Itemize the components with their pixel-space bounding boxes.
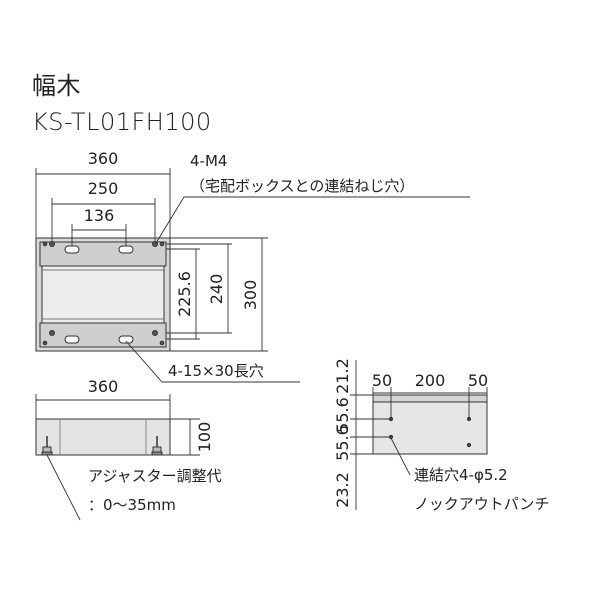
front-view bbox=[35, 237, 171, 352]
front-dimension-lines bbox=[35, 168, 470, 383]
dim-knockout-50-left: 50 bbox=[372, 371, 392, 390]
front-center-opening bbox=[41, 265, 165, 324]
adjuster-left bbox=[41, 436, 53, 456]
dim-front-height-inner: 225.6 bbox=[175, 271, 194, 317]
bolt-hole-br bbox=[152, 330, 158, 336]
adjuster-label: アジャスター調整代 bbox=[88, 467, 222, 485]
dim-front-height-mid: 240 bbox=[207, 274, 226, 305]
dim-knockout-55-6-a: 55.6 bbox=[333, 397, 352, 433]
dim-side-width: 360 bbox=[88, 377, 119, 396]
front-top-flange bbox=[39, 241, 167, 267]
knockout-label: 連結穴4-φ5.2 bbox=[414, 466, 508, 484]
bolt-hole-tl bbox=[49, 241, 55, 247]
dim-knockout-50-right: 50 bbox=[468, 371, 488, 390]
knockout-note: ノックアウトパンチ bbox=[414, 495, 549, 513]
dim-knockout-200: 200 bbox=[415, 371, 446, 390]
dim-knockout-55-6-b: 55.6 bbox=[333, 425, 352, 461]
knockout-view bbox=[372, 394, 488, 455]
dim-front-width-inner: 136 bbox=[84, 206, 115, 225]
side-body bbox=[35, 418, 171, 456]
bolt-hole-bl bbox=[49, 330, 55, 336]
slot-top-left bbox=[64, 245, 80, 254]
dim-front-height-outer: 300 bbox=[241, 280, 260, 311]
slot-bottom-right bbox=[118, 335, 134, 344]
dim-front-width-outer: 360 bbox=[88, 149, 119, 168]
slot-top-right bbox=[118, 245, 134, 254]
side-dimension-lines bbox=[35, 394, 200, 521]
title-product-type: 幅木 bbox=[32, 72, 81, 100]
bolt-hole-label: 4-M4 bbox=[190, 152, 227, 170]
dim-front-width-mid: 250 bbox=[88, 179, 119, 198]
slot-label: 4-15×30長穴 bbox=[168, 362, 264, 380]
dim-knockout-23-2: 23.2 bbox=[333, 472, 352, 508]
dim-side-height: 100 bbox=[195, 422, 214, 453]
adjuster-right bbox=[151, 436, 163, 456]
knockout-dimension-lines bbox=[350, 360, 488, 510]
side-view bbox=[35, 418, 171, 456]
adjuster-range: ：0〜35mm bbox=[88, 496, 176, 514]
bolt-hole-note: （宅配ボックスとの連結ねじ穴） bbox=[190, 177, 414, 195]
dim-knockout-21-2: 21.2 bbox=[333, 358, 352, 394]
front-bottom-flange bbox=[39, 322, 167, 348]
slot-bottom-left bbox=[64, 335, 80, 344]
title-model-number: KS-TL01FH100 bbox=[32, 108, 212, 136]
